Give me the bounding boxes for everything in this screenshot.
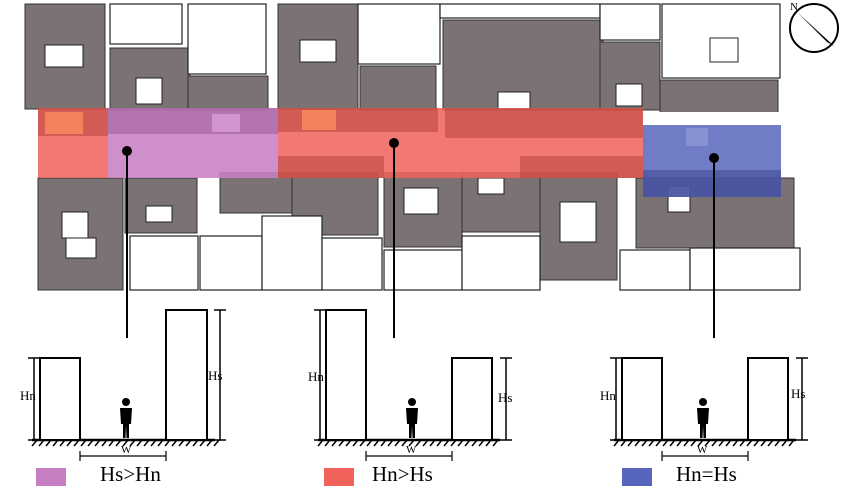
ground-hatch <box>704 439 711 447</box>
legend-label-hn-gt-hs: Hn>Hs <box>372 462 433 486</box>
compass-north-label: N <box>790 1 798 13</box>
site-plan-map: N <box>20 1 839 293</box>
ground-hatch <box>401 439 408 447</box>
ground-hatch <box>683 439 690 447</box>
ground-hatch <box>129 439 136 447</box>
ground-hatch <box>662 439 669 447</box>
left-height-label-section-hs-gt-hn: Hn <box>20 388 36 403</box>
leader-dots <box>122 138 719 163</box>
ground-hatch <box>31 439 38 447</box>
plot-outlines <box>109 3 801 291</box>
ground-hatch <box>150 439 157 447</box>
marker-dot-section-3 <box>709 153 719 163</box>
ground-hatch <box>669 439 676 447</box>
right-building-section-hs-gt-hn <box>165 309 208 441</box>
person-body <box>697 408 709 438</box>
width-label-section-hs-gt-hn: W <box>121 444 132 456</box>
legend-label-hn-eq-hs: Hn=Hs <box>676 462 737 486</box>
right-building-section-hn-gt-hs <box>451 357 493 441</box>
ground-hatch <box>443 439 450 447</box>
legend-swatch-hn-gt-hs <box>324 468 354 486</box>
ground-hatch <box>415 439 422 447</box>
ground-hatch <box>366 439 373 447</box>
ground-hatch <box>317 439 324 447</box>
ground-hatch <box>115 439 122 447</box>
ground-hatch <box>718 439 725 447</box>
ground-hatch <box>613 439 620 447</box>
left-building-section-hn-eq-hs <box>621 357 663 441</box>
ground-hatch <box>697 439 704 447</box>
legend-swatch-hs-gt-hn <box>36 468 66 486</box>
ground-hatch <box>711 439 718 447</box>
marker-dot-section-1 <box>122 146 132 156</box>
left-building-section-hn-gt-hs <box>325 309 367 441</box>
ground-hatch <box>373 439 380 447</box>
ground-hatch <box>101 439 108 447</box>
leader-lines <box>126 143 715 338</box>
ground-hatch <box>206 439 213 447</box>
ground-hatch <box>394 439 401 447</box>
ground-hatch <box>80 439 87 447</box>
right-height-label-section-hn-eq-hs: Hs <box>791 386 805 401</box>
left-height-label-section-hn-gt-hs: Hn <box>308 369 324 384</box>
ground-hatch <box>725 439 732 447</box>
width-label-section-hn-gt-hs: W <box>406 444 417 456</box>
ground-hatch <box>380 439 387 447</box>
ground-hatch <box>157 439 164 447</box>
person-head <box>122 398 130 406</box>
ground-hatch <box>136 439 143 447</box>
width-label-section-hn-eq-hs: W <box>697 444 708 456</box>
marker-dot-section-2 <box>389 138 399 148</box>
person-body <box>120 408 132 438</box>
ground-hatch <box>87 439 94 447</box>
legend-label-hs-gt-hn: Hs>Hn <box>100 462 161 486</box>
left-building-section-hs-gt-hn <box>39 357 81 441</box>
right-building-section-hn-eq-hs <box>747 357 789 441</box>
north-compass: N <box>789 1 839 53</box>
ground-hatch <box>122 439 129 447</box>
ground-hatch <box>408 439 415 447</box>
ground-hatch <box>676 439 683 447</box>
ground-hatch <box>732 439 739 447</box>
ground-hatch <box>429 439 436 447</box>
right-height-label-section-hn-gt-hs: Hs <box>498 390 512 405</box>
right-height-label-section-hs-gt-hn: Hs <box>208 368 222 383</box>
ground-hatch <box>690 439 697 447</box>
ground-hatch <box>387 439 394 447</box>
ground-hatch <box>739 439 746 447</box>
person-head <box>408 398 416 406</box>
ground-hatch <box>108 439 115 447</box>
ground-hatch <box>436 439 443 447</box>
ground-hatch <box>143 439 150 447</box>
ground-hatch <box>788 439 795 447</box>
ground-hatch <box>94 439 101 447</box>
ground-hatch <box>492 439 499 447</box>
person-body <box>406 408 418 438</box>
ground-hatch <box>213 439 220 447</box>
person-head <box>699 398 707 406</box>
left-height-label-section-hn-eq-hs: Hn <box>600 388 616 403</box>
legend-swatch-hn-eq-hs <box>622 468 652 486</box>
ground-hatch <box>422 439 429 447</box>
